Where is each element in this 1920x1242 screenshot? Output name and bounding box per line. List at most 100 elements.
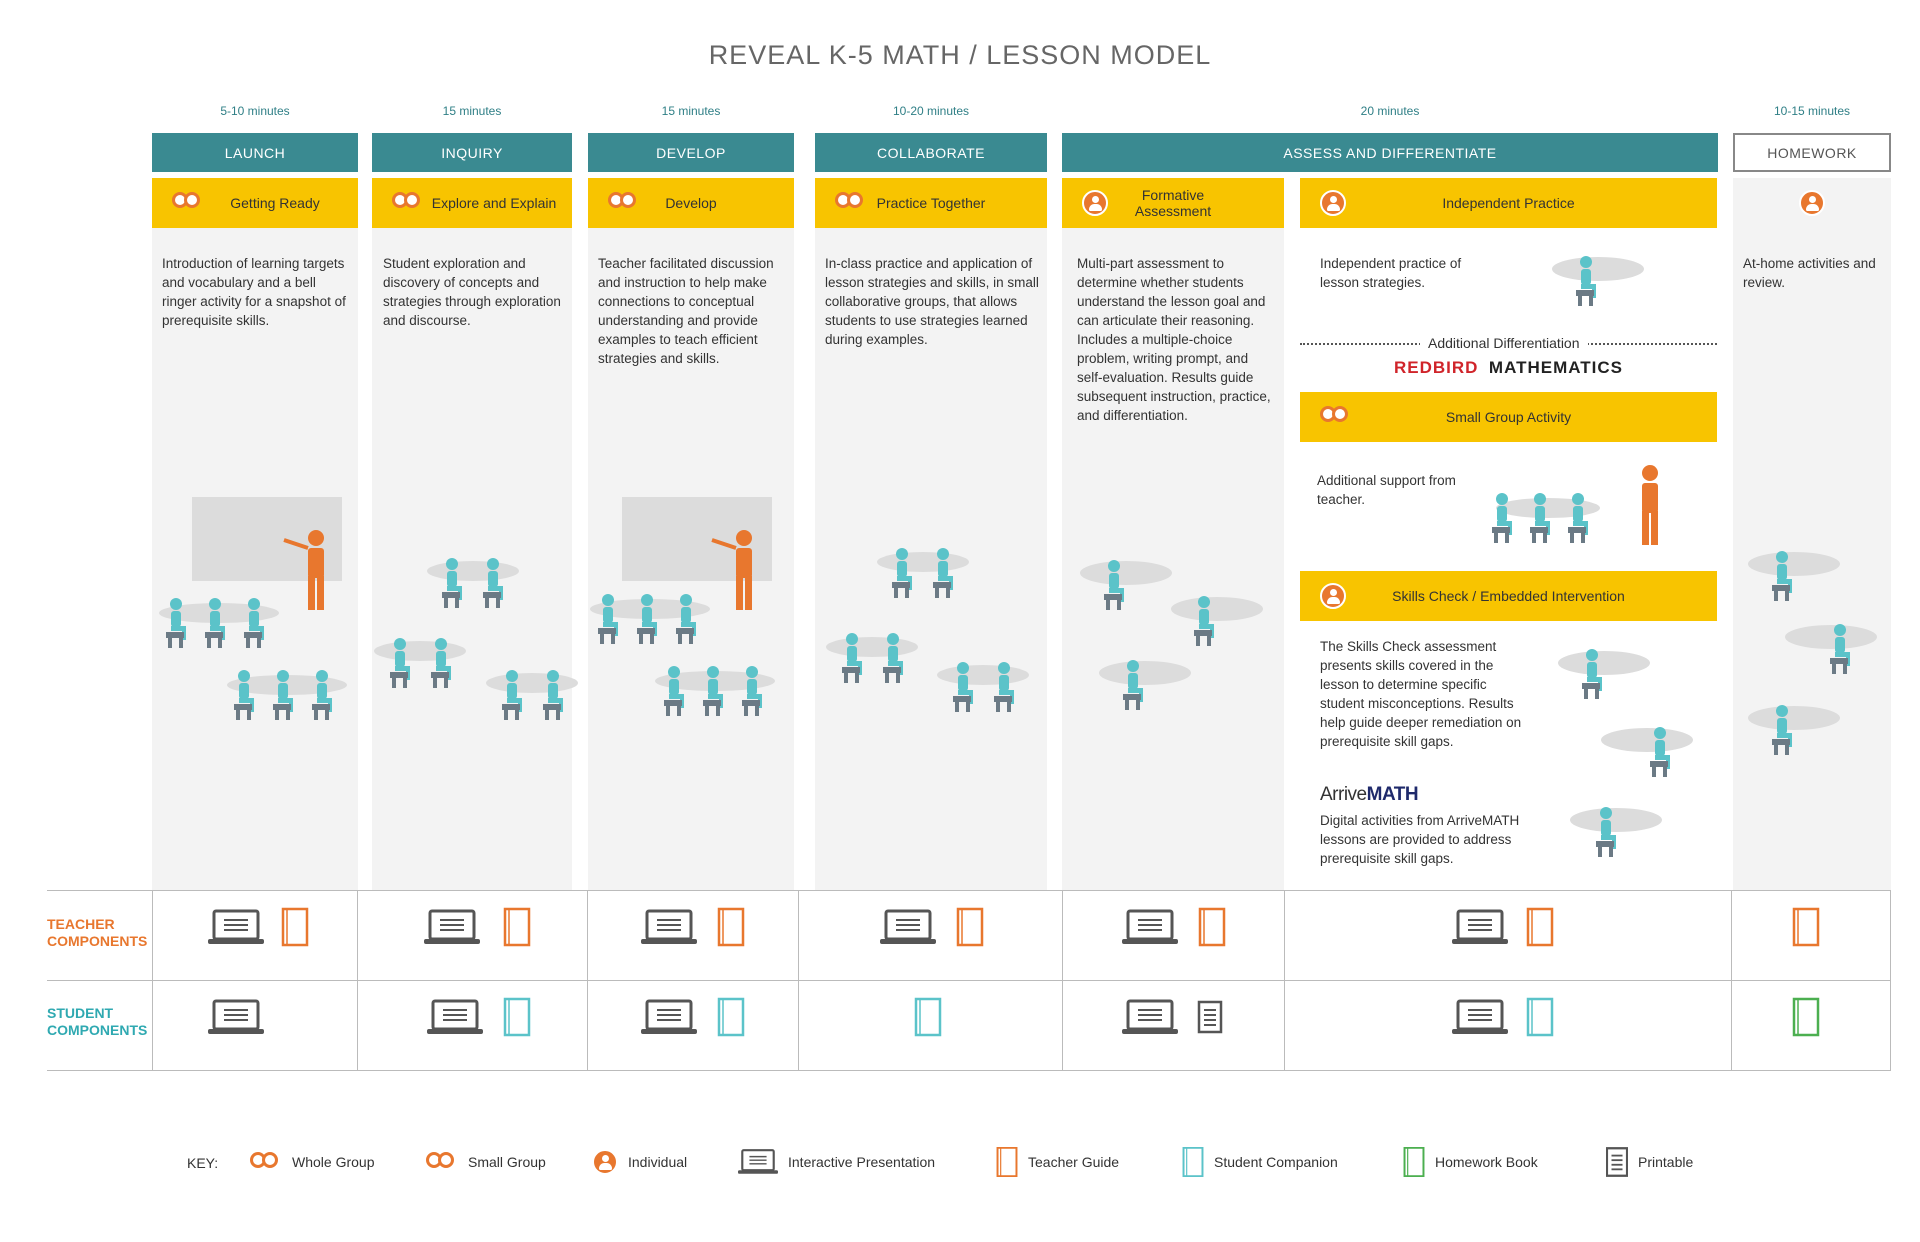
whole-group-icon — [250, 1150, 282, 1174]
individual-icon — [1320, 190, 1346, 216]
teacher-guide-icon — [996, 1147, 1018, 1177]
grid-col-2 — [357, 890, 358, 1070]
key-text: Printable — [1638, 1154, 1694, 1170]
key-label: KEY: — [187, 1155, 219, 1171]
activity-label: Getting Ready — [230, 195, 320, 211]
small-group-activity: Small Group Activity — [1300, 392, 1717, 442]
desc-inquiry: Student exploration and discovery of con… — [383, 256, 561, 328]
desc-develop: Teacher facilitated discussion and instr… — [598, 256, 774, 366]
activity-label: Formative Assessment — [1134, 187, 1212, 219]
skills-check-desc: The Skills Check assessment presents ski… — [1320, 639, 1522, 749]
key-teacher-guide: Teacher Guide — [996, 1147, 1119, 1177]
key-student-companion: Student Companion — [1182, 1147, 1338, 1177]
desc-collaborate: In-class practice and application of les… — [825, 256, 1039, 347]
whole-group-icon — [172, 190, 204, 214]
key-homework-book: Homework Book — [1403, 1147, 1538, 1177]
key-text: Small Group — [468, 1154, 546, 1170]
label-line: COMPONENTS — [47, 933, 148, 949]
key-printable: Printable — [1606, 1147, 1693, 1177]
activity-label: Skills Check / Embedded Intervention — [1392, 588, 1625, 604]
label-line: COMPONENTS — [47, 1022, 148, 1038]
phase-collaborate: COLLABORATE — [815, 133, 1047, 172]
individual-icon — [1082, 190, 1108, 216]
grid-col-5 — [1062, 890, 1063, 1070]
phase-inquiry: INQUIRY — [372, 133, 572, 172]
math-word: MATH — [1366, 784, 1419, 805]
key-small-group: Small Group — [426, 1147, 546, 1177]
student-companion-icon — [1182, 1147, 1204, 1177]
phase-assess: ASSESS AND DIFFERENTIATE — [1062, 133, 1718, 172]
activity-develop: Develop — [588, 178, 794, 228]
small-group-desc: Additional support from teacher. — [1317, 473, 1456, 507]
grid-top — [47, 890, 1891, 891]
interactive-presentation-icon — [738, 1149, 778, 1175]
homework-column — [1733, 178, 1891, 890]
page-title: REVEAL K-5 MATH / LESSON MODEL — [708, 40, 1212, 70]
duration-assess: 20 minutes — [1360, 104, 1420, 118]
duration-homework: 10-15 minutes — [1773, 104, 1851, 118]
desc-formative: Multi-part assessment to determine wheth… — [1077, 256, 1271, 423]
grid-col-7 — [1731, 890, 1732, 1070]
teacher-components-label: TEACHER COMPONENTS — [47, 916, 147, 950]
arrive-word: Arrive — [1320, 784, 1367, 805]
grid-col-3 — [587, 890, 588, 1070]
small-group-icon — [426, 1150, 458, 1174]
activity-inquiry: Explore and Explain — [372, 178, 572, 228]
activity-label: Practice Together — [876, 195, 986, 211]
activity-independent: Independent Practice — [1300, 178, 1717, 228]
duration-launch: 5-10 minutes — [220, 104, 290, 118]
key-text: Individual — [628, 1154, 688, 1170]
activity-collaborate: Practice Together — [815, 178, 1047, 228]
arrivemath-logo: ArriveMATH — [1320, 784, 1419, 806]
individual-icon — [592, 1149, 618, 1175]
additional-differentiation-label: Additional Differentiation — [1420, 334, 1588, 353]
activity-label: Small Group Activity — [1445, 409, 1572, 425]
activity-label: Develop — [665, 195, 717, 211]
redbird-logo: REDBIRD MATHEMATICS — [1300, 358, 1717, 378]
arrivemath-desc: Digital activities from ArriveMATH lesso… — [1320, 813, 1520, 866]
desc-independent: Independent practice of lesson strategie… — [1320, 256, 1462, 290]
label-line: TEACHER — [47, 916, 115, 932]
small-group-icon — [835, 190, 867, 214]
grid-middle — [47, 980, 1891, 981]
desc-launch: Introduction of learning targets and voc… — [162, 256, 346, 328]
mathematics-word: MATHEMATICS — [1488, 358, 1623, 377]
activity-label: Independent Practice — [1442, 195, 1575, 211]
small-group-icon — [392, 190, 424, 214]
skills-check: Skills Check / Embedded Intervention — [1300, 571, 1717, 621]
duration-collaborate: 10-20 minutes — [892, 104, 970, 118]
small-group-icon — [1320, 404, 1352, 428]
redbird-word: REDBIRD — [1394, 358, 1479, 377]
individual-icon — [1320, 583, 1346, 609]
key-text: Interactive Presentation — [788, 1154, 936, 1170]
duration-inquiry: 15 minutes — [442, 104, 502, 118]
activity-label: Explore and Explain — [431, 195, 557, 211]
printable-icon — [1606, 1147, 1628, 1177]
grid-col-6 — [1284, 890, 1285, 1070]
individual-icon — [1799, 190, 1825, 216]
whole-group-icon — [608, 190, 640, 214]
activity-launch: Getting Ready — [152, 178, 358, 228]
key-interactive-presentation: Interactive Presentation — [738, 1147, 935, 1177]
grid-col-8 — [1890, 890, 1891, 1070]
homework-book-icon — [1403, 1147, 1425, 1177]
student-components-label: STUDENT COMPONENTS — [47, 1005, 147, 1039]
grid-bottom — [47, 1070, 1891, 1071]
grid-col-1 — [152, 890, 153, 1070]
phase-homework: HOMEWORK — [1733, 133, 1891, 172]
key-whole-group: Whole Group — [250, 1147, 374, 1177]
key-text: Homework Book — [1435, 1154, 1538, 1170]
grid-col-4 — [798, 890, 799, 1070]
phase-develop: DEVELOP — [588, 133, 794, 172]
desc-homework: At-home activities and review. — [1743, 256, 1876, 290]
collaborate-column — [815, 178, 1047, 890]
label-line: STUDENT — [47, 1005, 114, 1021]
activity-formative: Formative Assessment — [1062, 178, 1284, 228]
formative-column — [1062, 178, 1284, 890]
inquiry-column — [372, 178, 572, 890]
phase-launch: LAUNCH — [152, 133, 358, 172]
key-text: Student Companion — [1214, 1154, 1338, 1170]
key-text: Teacher Guide — [1028, 1154, 1120, 1170]
